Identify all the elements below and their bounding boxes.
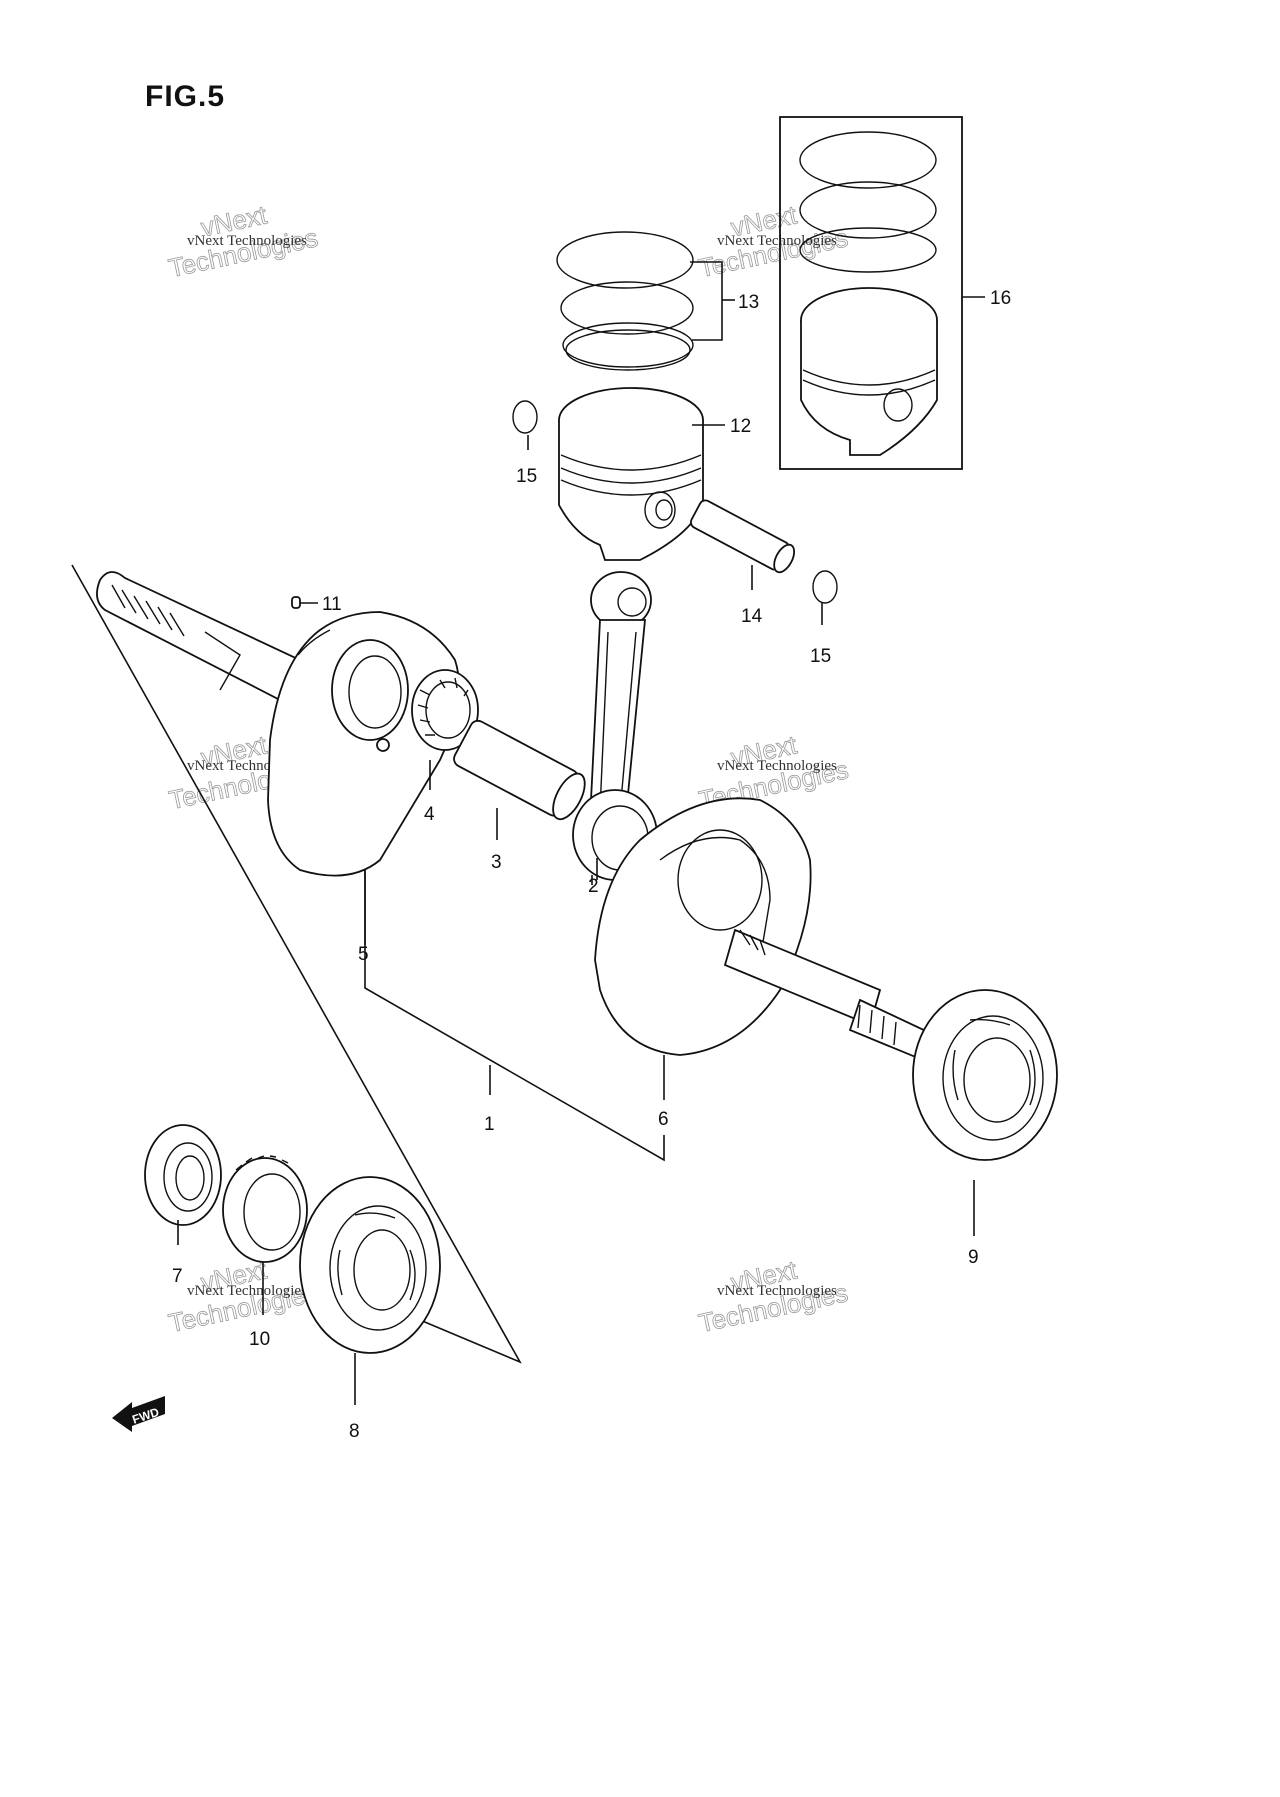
watermark-text-bottom-right: vNext Technologies — [717, 1283, 837, 1299]
label-15-right: 15 — [810, 646, 831, 667]
watermark-text-bottom-left: vNext Technologies — [187, 1283, 307, 1299]
crank-web-6 — [594, 797, 947, 1067]
figure-title: FIG.5 — [145, 80, 226, 113]
watermark-text-top-left: vNext Technologies — [187, 233, 307, 249]
label-15-left: 15 — [516, 466, 537, 487]
watermark-text-top-right: vNext Technologies — [717, 233, 837, 249]
label-10: 10 — [249, 1329, 270, 1350]
bearing-7 — [144, 1124, 222, 1226]
label-2: 2 — [588, 876, 599, 897]
label-16: 16 — [990, 288, 1011, 309]
label-3: 3 — [491, 852, 502, 873]
label-13: 13 — [738, 292, 759, 313]
watermark-text-mid-right: vNext Technologies — [717, 758, 837, 774]
crank-web-5 — [267, 611, 460, 877]
label-7: 7 — [172, 1266, 183, 1287]
gear-10 — [222, 1155, 308, 1263]
label-6: 6 — [658, 1109, 669, 1130]
connecting-rod-2 — [572, 571, 658, 881]
fwd-arrow-icon: FWD — [112, 1396, 165, 1432]
key-11 — [291, 596, 318, 609]
piston-12 — [558, 387, 704, 561]
label-14: 14 — [741, 606, 763, 627]
label-12: 12 — [730, 416, 751, 437]
label-5: 5 — [358, 944, 369, 965]
needle-bearing-4 — [411, 669, 479, 751]
piston-kit-16 — [799, 131, 938, 456]
kit-box — [779, 116, 963, 470]
label-1: 1 — [484, 1114, 495, 1135]
label-4: 4 — [424, 804, 435, 825]
crankshaft-left-shaft — [96, 571, 302, 702]
circlip-15-right — [812, 570, 838, 604]
label-9: 9 — [968, 1247, 979, 1268]
crank-pin-3 — [453, 719, 586, 821]
bearing-8 — [299, 1176, 441, 1354]
piston-rings-13 — [556, 231, 694, 371]
piston-pin-14 — [690, 499, 796, 574]
bearing-9 — [912, 989, 1058, 1161]
guide-triangle — [71, 564, 522, 1364]
circlip-15-left — [512, 400, 538, 434]
label-8: 8 — [349, 1421, 360, 1442]
label-11: 11 — [322, 594, 342, 615]
